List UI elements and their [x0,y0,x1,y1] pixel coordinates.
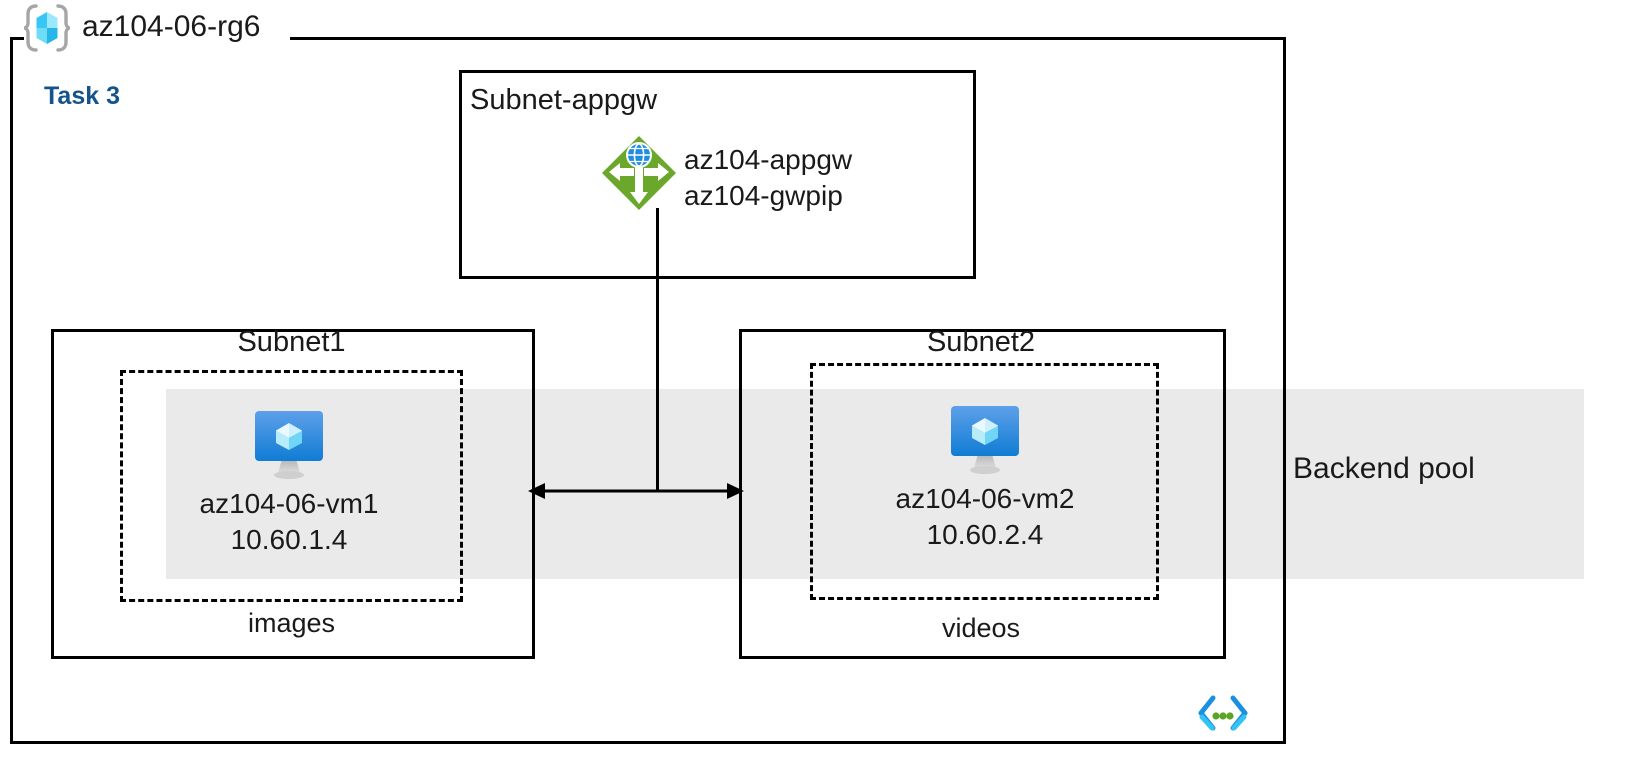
resource-group-top-line [290,37,1283,40]
virtual-machine-icon [862,395,1108,481]
appgw-resource-1: az104-gwpip [684,180,843,212]
resource-group-label: az104-06-rg6 [82,10,261,43]
vm2-ip: 10.60.2.4 [926,518,1044,550]
vertical-connector [656,208,659,491]
subnet1-dashed-group [120,370,463,602]
subnet-appgw-title: Subnet-appgw [470,84,658,116]
vm1-name: az104-06-vm1 [199,488,379,519]
appgw-resource-0: az104-appgw [684,144,853,175]
backend-pool-band [166,389,1584,579]
vm2-name: az104-06-vm2 [895,483,1075,514]
subnet2-footer-label: videos [941,613,1021,643]
subnet1-box [51,329,535,659]
task-label: Task 3 [44,82,120,110]
subnet2-box [739,329,1226,659]
appgw-resource-labels: az104-appgw az104-gwpip [684,142,852,215]
resource-group-top-stub [10,37,24,40]
backend-pool-label: Backend pool [1293,452,1475,485]
subnet1-footer-label: images [247,608,336,638]
resource-group-icon [21,4,73,52]
vm1-ip: 10.60.1.4 [230,523,348,555]
application-gateway-icon [600,134,678,212]
vm2-block: az104-06-vm2 10.60.2.4 [862,395,1108,553]
subnet2-dashed-group [810,363,1159,600]
bidirectional-arrow [526,478,746,504]
virtual-machine-icon [166,400,412,486]
resource-group-border [10,37,1286,744]
subnet1-title: Subnet1 [237,326,346,358]
vm1-block: az104-06-vm1 10.60.1.4 [166,400,412,558]
subnet2-title: Subnet2 [926,326,1036,358]
subnet-icon [1196,694,1250,732]
subnet-appgw-box [459,70,976,279]
